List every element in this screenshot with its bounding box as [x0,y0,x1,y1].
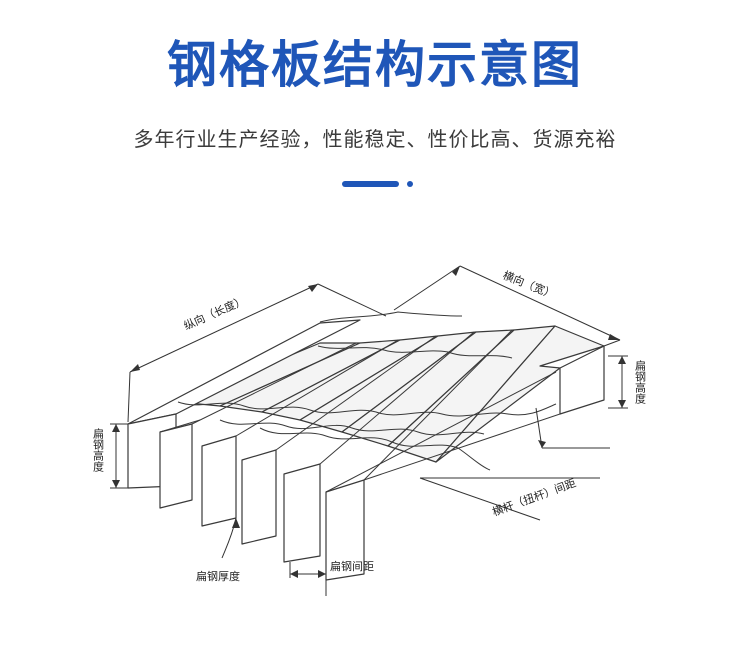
page-subtitle: 多年行业生产经验，性能稳定、性价比高、货源充裕 [133,127,617,151]
label-bar-thickness: 扁钢厚度 [196,569,240,583]
length-dimension [127,283,387,423]
label-bar-pitch: 扁钢间距 [330,560,374,573]
page-title: 钢格板结构示意图 [167,36,583,94]
height-dimension-right [608,355,628,409]
cross-bars [177,311,557,471]
label-longitudinal: 纵向（长度） [182,293,248,333]
label-bar-height-left: 扁钢高度 [92,428,105,473]
label-transverse: 横向（宽） [501,268,557,302]
label-cross-bar-pitch: 横杆（扭杆）间距 [490,476,577,519]
label-bar-height-right: 扁钢高度 [634,360,647,405]
divider-dot [407,181,413,187]
cross-bar-pitch-dimension [419,407,610,521]
bearing-bar-lines [159,329,561,493]
bearing-bars-top [177,325,605,463]
bearing-bars-front [159,345,605,581]
bar-pitch-dimension [289,562,327,596]
width-dimension [393,265,621,347]
divider-bar [342,181,399,187]
bar-thickness-pointer [221,517,240,559]
height-dimension-left [110,423,128,489]
